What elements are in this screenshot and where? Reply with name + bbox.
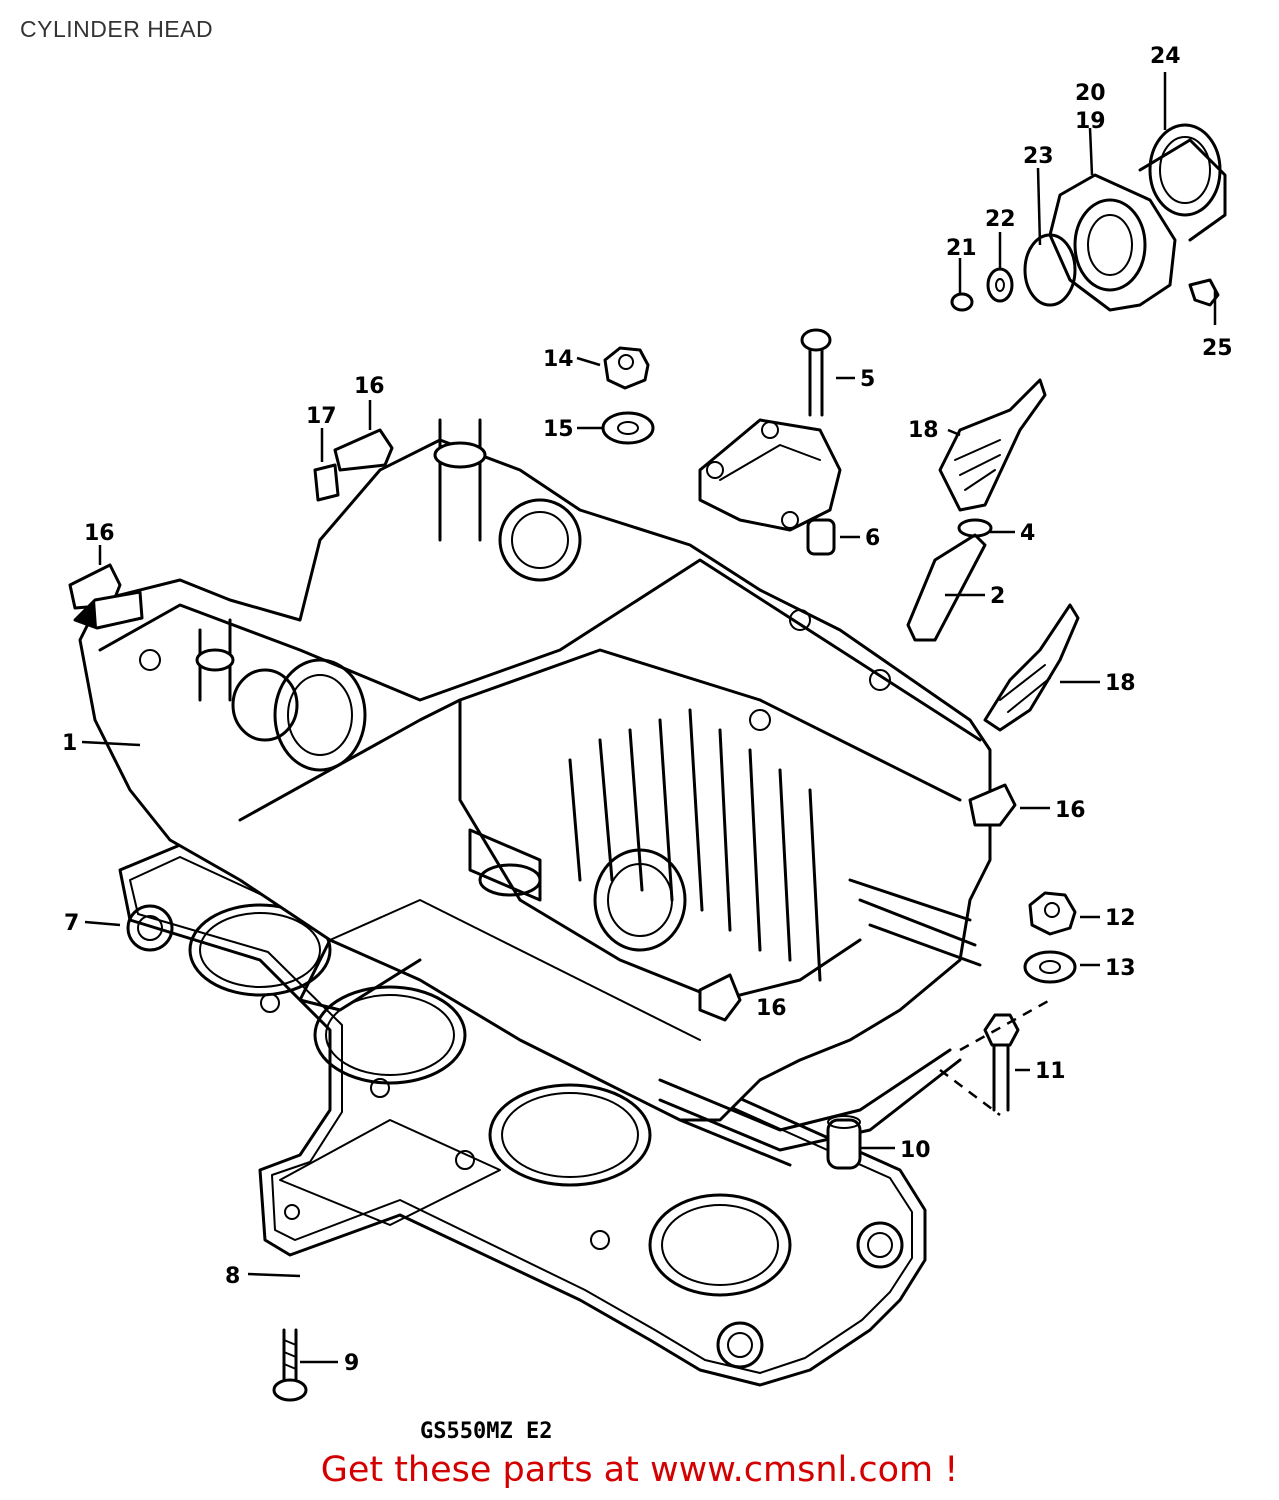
camshaft-cap (698, 328, 842, 556)
callout-12[interactable]: 12 (1105, 906, 1136, 931)
callout-16-left[interactable]: 16 (84, 521, 115, 546)
callout-21[interactable]: 21 (946, 236, 977, 261)
callout-6[interactable]: 6 (865, 526, 880, 551)
callout-16-right[interactable]: 16 (1055, 798, 1086, 823)
callout-7[interactable]: 7 (64, 911, 79, 936)
intake-pipe (950, 123, 1227, 312)
callout-22[interactable]: 22 (985, 207, 1016, 232)
callout-20[interactable]: 20 (1075, 81, 1106, 106)
callout-23[interactable]: 23 (1023, 144, 1054, 169)
callout-15[interactable]: 15 (543, 417, 574, 442)
spark-plug-right (983, 603, 1080, 732)
callout-16-top[interactable]: 16 (354, 374, 385, 399)
callout-14[interactable]: 14 (543, 347, 574, 372)
callout-18-top[interactable]: 18 (908, 418, 939, 443)
shop-link[interactable]: Get these parts at www.cmsnl.com ! (320, 1450, 959, 1490)
bolt-11 (983, 1013, 1020, 1112)
callout-25[interactable]: 25 (1202, 336, 1233, 361)
callout-19[interactable]: 19 (1075, 109, 1106, 134)
callout-1[interactable]: 1 (62, 731, 77, 756)
callout-5[interactable]: 5 (860, 367, 875, 392)
callout-9[interactable]: 9 (344, 1351, 359, 1376)
callout-labels: 24 20 19 23 22 21 25 14 15 5 16 17 18 6 … (62, 44, 1233, 1376)
cap-nut-12 (1028, 891, 1077, 936)
model-label: GS550MZ E2 (420, 1419, 552, 1444)
plug-16a (333, 428, 394, 472)
dowel-10 (826, 1115, 862, 1170)
cylinder-gasket (118, 843, 927, 1387)
cap-nut-14 (603, 346, 650, 390)
plug-17 (313, 463, 340, 502)
leader-lines (81, 72, 1217, 1364)
washer-13 (1023, 950, 1077, 984)
callout-8[interactable]: 8 (225, 1264, 240, 1289)
callout-2[interactable]: 2 (990, 584, 1005, 609)
callout-10[interactable]: 10 (900, 1138, 931, 1163)
page-title: CYLINDER HEAD (20, 16, 214, 42)
plug-16c (968, 783, 1017, 827)
bolt-9 (272, 1328, 308, 1402)
spark-plug-top (938, 378, 1047, 512)
plug-16d (698, 973, 742, 1022)
washer-15 (601, 411, 655, 445)
front-direction-arrow-icon (73, 590, 144, 630)
callout-18-right[interactable]: 18 (1105, 671, 1136, 696)
callout-24[interactable]: 24 (1150, 44, 1181, 69)
valve-guide (906, 518, 993, 642)
callout-11[interactable]: 11 (1035, 1059, 1066, 1084)
callout-4[interactable]: 4 (1020, 521, 1035, 546)
callout-16-bottom[interactable]: 16 (756, 996, 787, 1021)
cylinder-head (78, 418, 992, 1167)
callout-13[interactable]: 13 (1105, 956, 1136, 981)
callout-17[interactable]: 17 (306, 404, 337, 429)
